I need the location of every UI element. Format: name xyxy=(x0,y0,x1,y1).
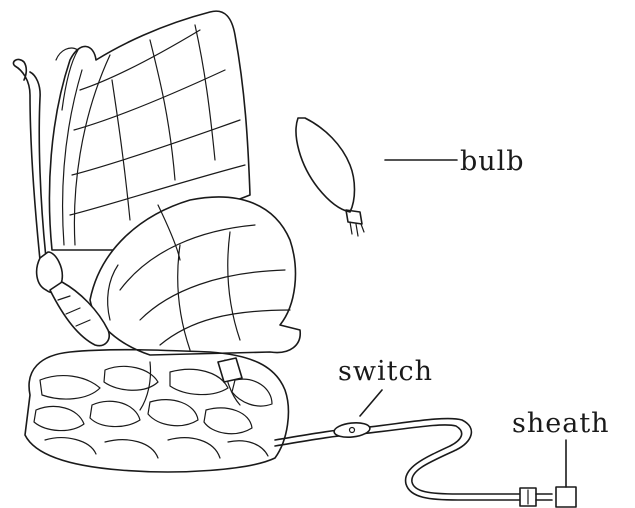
switch-leader-line xyxy=(360,390,382,416)
front-wing xyxy=(90,197,300,355)
antennae xyxy=(13,59,46,260)
bulb-drawing xyxy=(296,118,364,236)
bulb-label: bulb xyxy=(460,146,525,177)
rock-base xyxy=(25,350,288,472)
sheath-label: sheath xyxy=(512,408,610,439)
power-cord xyxy=(275,419,520,500)
switch-label: switch xyxy=(338,356,433,387)
plug-sheath xyxy=(520,487,576,507)
butterfly-lamp xyxy=(13,11,300,472)
switch-component xyxy=(333,421,370,439)
